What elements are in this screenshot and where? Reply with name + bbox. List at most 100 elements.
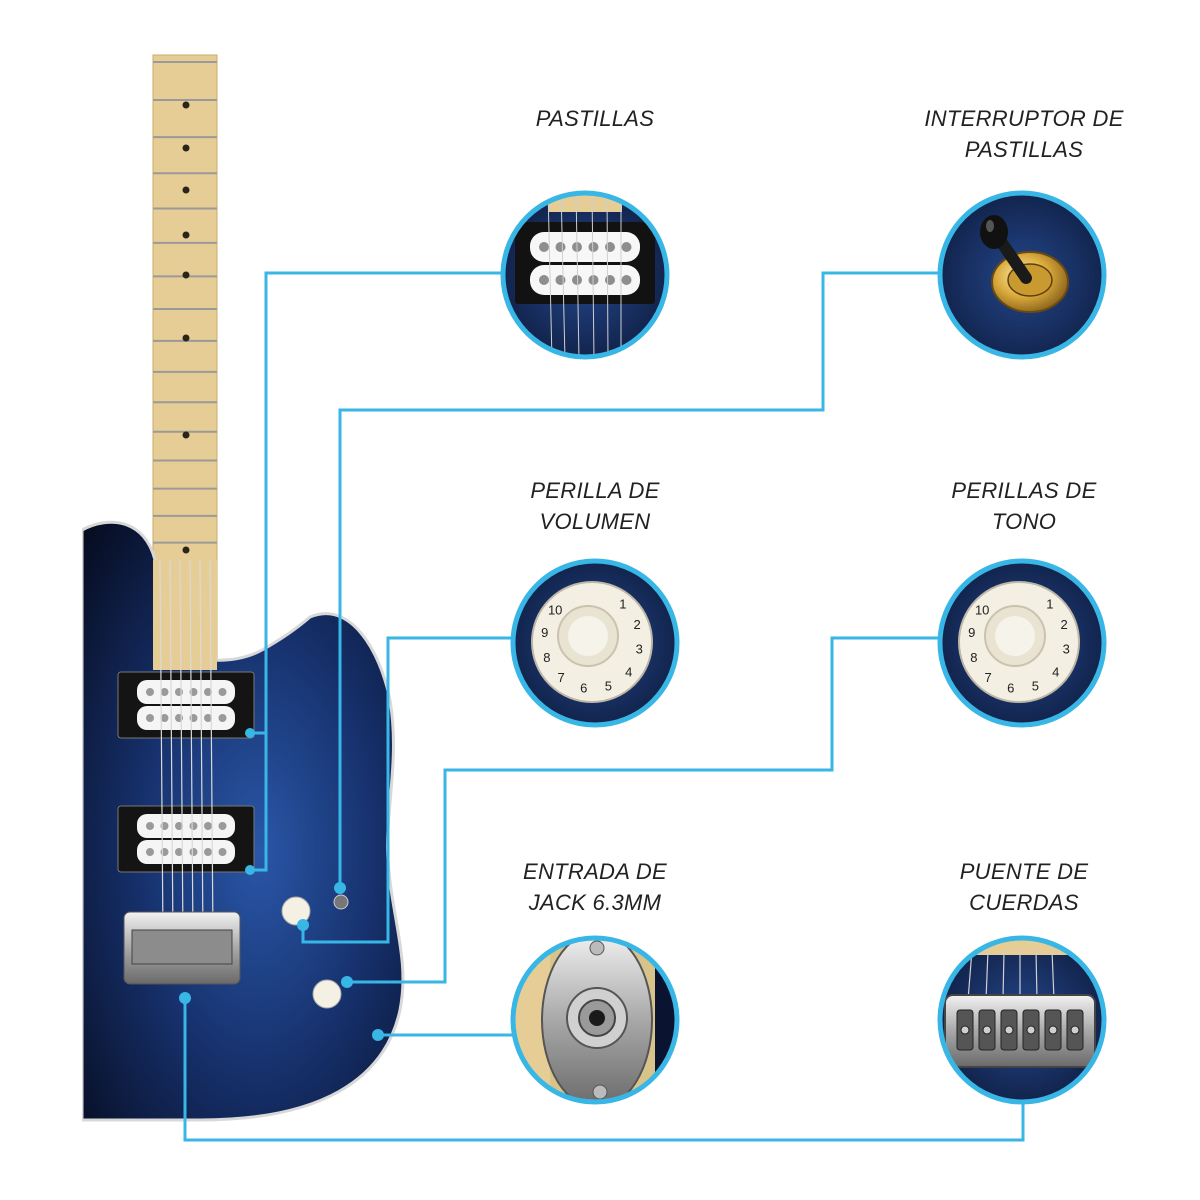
pole-piece [539,275,549,285]
knob-number: 7 [984,670,991,685]
neck-pickup [117,671,255,739]
pole-piece [146,714,154,722]
label-switch-line-1: INTERRUPTOR DE [924,106,1124,131]
saddle-screw [1004,1025,1014,1035]
label-bridge-line-1: PUENTE DE [959,859,1089,884]
label-jack: ENTRADA DE JACK 6.3MM [465,856,725,918]
pole-piece [204,688,212,696]
label-tone: PERILLAS DE TONO [894,475,1154,537]
pole-piece [189,848,198,856]
knob-number: 3 [1063,642,1070,657]
dot-jack [372,1029,384,1041]
knob-number: 9 [968,625,975,640]
fret-marker [182,101,190,109]
pole-piece [160,688,169,696]
pole-piece [621,275,632,285]
saddle-screw [960,1025,970,1035]
neck-heel [153,560,217,670]
dot-switch [334,882,346,894]
label-volume: PERILLA DE VOLUMEN [465,475,725,537]
string [159,559,164,941]
fret-marker [182,186,190,194]
string [199,559,204,941]
humbucker-pickup-icon [500,190,670,360]
pole-piece [175,848,183,856]
label-switch: INTERRUPTOR DE PASTILLAS [894,103,1154,165]
dot-volume [297,919,309,931]
label-pickups-line-1: PASTILLAS [535,106,655,131]
label-pickups: PASTILLAS [465,103,725,134]
label-volume-line-1: PERILLA DE [530,478,660,503]
pole-piece [175,688,183,696]
pickup-selector-switch [333,894,349,910]
string [169,559,174,941]
pole-piece [588,242,599,252]
fret-marker [182,271,190,279]
bridge-pickup [117,805,255,873]
toggle-switch-icon [937,190,1107,360]
fret-marker [182,334,190,342]
knob-number: 10 [548,603,562,618]
dot-bridge-pickup [245,865,255,875]
fret-marker [182,144,190,152]
pole-piece [605,275,615,285]
pole-piece [204,848,212,856]
pole-piece [146,822,154,830]
pole-piece [572,275,582,285]
knob-number: 9 [541,625,548,640]
knob-number: 6 [1007,681,1014,696]
knob-number: 5 [1032,679,1039,694]
knob-number: 1 [619,597,626,612]
fret-marker [182,431,190,439]
label-tone-line-2: TONO [991,509,1057,534]
saddle-screw [982,1025,992,1035]
string [209,559,214,941]
tone-callout-line [347,636,940,984]
jack-input-icon [510,935,680,1105]
knob-number: 4 [1052,664,1059,679]
pole-piece [555,242,566,252]
saddle-screw [1048,1025,1058,1035]
saddle-screw [1026,1025,1036,1035]
callout-dots [179,728,384,1041]
knob-number: 5 [605,679,612,694]
fret-marker [182,546,190,554]
pole-piece [218,714,227,722]
pole-piece [555,275,566,285]
pole-piece [146,848,154,856]
pole-piece [218,688,227,696]
label-jack-line-1: ENTRADA DE [523,859,667,884]
string [179,559,184,941]
pole-piece [204,822,212,830]
label-bridge: PUENTE DE CUERDAS [894,856,1154,918]
pole-piece [621,242,632,252]
volume-knob [281,896,311,926]
pole-piece [539,242,549,252]
label-volume-line-2: VOLUMEN [539,509,651,534]
saddle-screw [1070,1025,1080,1035]
pole-piece [189,822,198,830]
label-tone-line-1: PERILLAS DE [951,478,1097,503]
pole-piece [605,242,615,252]
knob-number: 2 [1060,617,1067,632]
callout-lines [183,271,1025,1142]
pole-piece [175,822,183,830]
knob-number: 2 [633,617,640,632]
tone-knob [312,979,342,1009]
knob-number: 10 [975,603,989,618]
guitar-bridge [123,911,241,985]
knob-number: 6 [580,681,587,696]
pole-piece [160,714,169,722]
knob-number: 8 [970,650,977,665]
pole-piece [218,848,227,856]
label-jack-line-2: JACK 6.3MM [528,890,662,915]
dot-tone [341,976,353,988]
knob-number: 7 [557,670,564,685]
dot-bridge [179,992,191,1004]
knob-number: 3 [636,642,643,657]
knob-number: 4 [625,664,632,679]
